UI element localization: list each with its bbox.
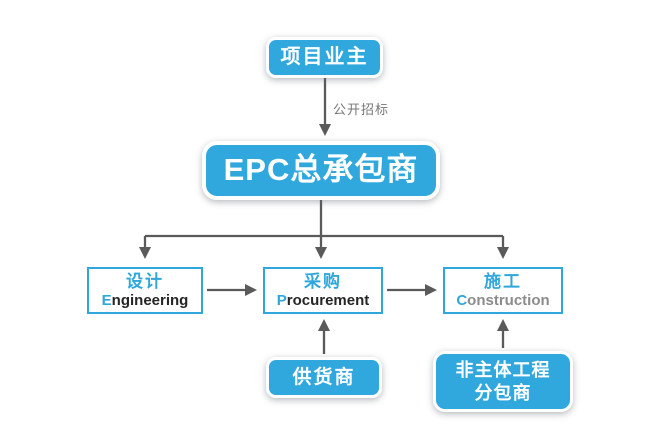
engineering-label-en: Engineering xyxy=(101,291,189,309)
node-subcontractor: 非主体工程 分包商 xyxy=(433,351,573,412)
node-project-owner: 项目业主 xyxy=(266,37,383,78)
node-engineering: 设计 Engineering xyxy=(87,267,203,314)
procurement-label-en: Procurement xyxy=(276,291,370,309)
supplier-label: 供货商 xyxy=(292,366,356,388)
procurement-label-zh: 采购 xyxy=(304,272,342,292)
project-owner-label: 项目业主 xyxy=(280,46,369,68)
subcontractor-label-line1: 非主体工程 xyxy=(455,360,551,380)
epc-contractor-label: EPC总承包商 xyxy=(223,152,419,188)
node-epc-contractor: EPC总承包商 xyxy=(202,141,440,200)
node-supplier: 供货商 xyxy=(266,357,382,398)
construction-label-zh: 施工 xyxy=(484,272,522,292)
engineering-label-zh: 设计 xyxy=(126,272,164,292)
subcontractor-label-line2: 分包商 xyxy=(474,382,532,403)
node-construction: 施工 Construction xyxy=(443,267,563,314)
node-procurement: 采购 Procurement xyxy=(263,267,383,314)
construction-label-en: Construction xyxy=(456,291,550,309)
public-bidding-label: 公开招标 xyxy=(333,102,390,117)
